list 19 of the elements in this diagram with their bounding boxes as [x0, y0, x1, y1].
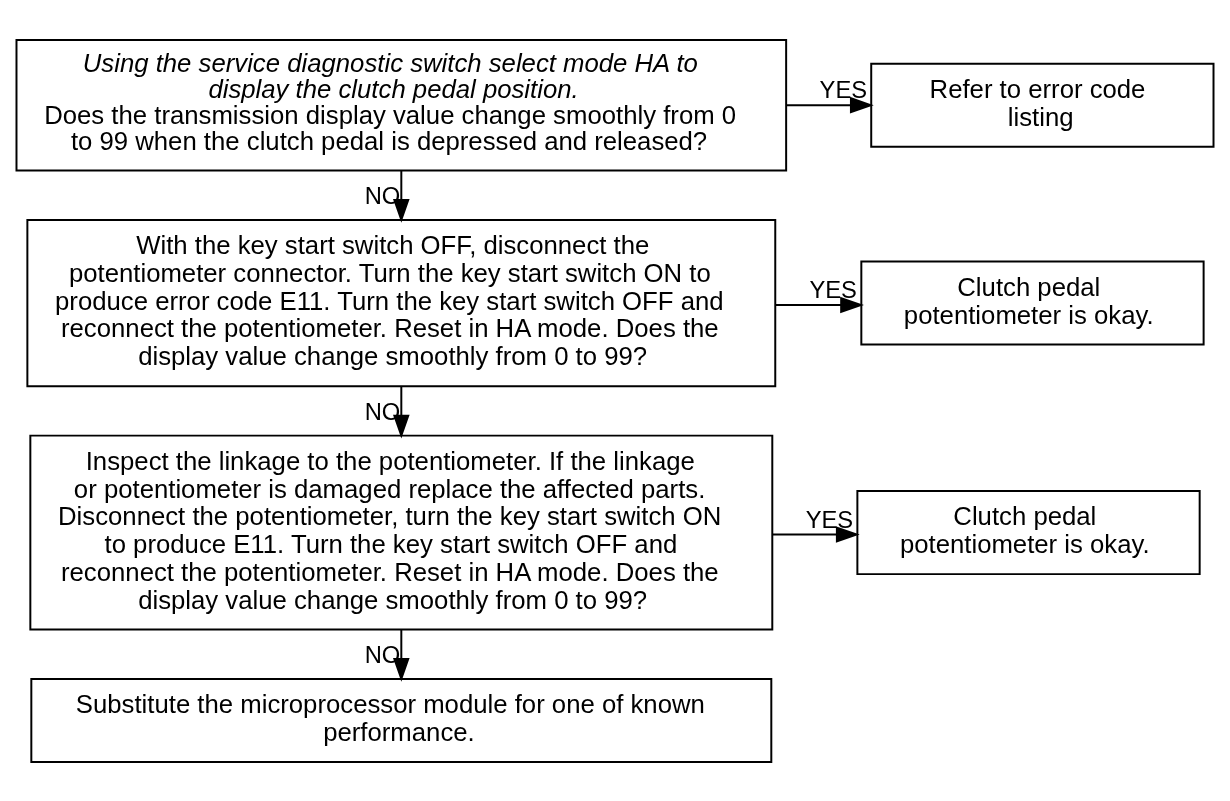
- node-box: Substitute the microprocessor module for one of known performance.: [30, 677, 773, 763]
- edge-label: YES: [809, 276, 857, 303]
- node-box: Inspect the linkage to the potentiometer. If the linkage or potentiometer is damaged replace the affected parts. Disconnect the potentiometer, turn the key start switch ON to produce E11. Turn the key start switch OFF and reconnect the potentiometer. Reset in HA mode. Does the display value change smoothly from 0 to 99?: [29, 434, 774, 630]
- edge-label: YES: [819, 76, 868, 103]
- node-box: Clutch pedal potentiometer is okay.: [860, 260, 1205, 346]
- arrow: [393, 169, 410, 223]
- arrow: [393, 628, 410, 682]
- arrow: [393, 385, 410, 438]
- arrow: [774, 296, 864, 313]
- node-box: Clutch pedal potentiometer is okay.: [856, 489, 1201, 575]
- edge-label: YES: [805, 506, 854, 533]
- node-box: Using the service diagnostic switch select mode HA to display the clutch pedal position. Does the transmission display value change smoothly from 0 to 99 when the clutch pedal is depressed and released?: [15, 38, 788, 171]
- edge-label: NO: [364, 182, 401, 209]
- edge-label: NO: [364, 398, 401, 425]
- arrow: [785, 96, 874, 114]
- arrow: [771, 525, 860, 543]
- edge-label: NO: [364, 641, 401, 668]
- node-box: With the key start switch OFF, disconnect the potentiometer connector. Turn the key start switch ON to produce error code E11. Turn the key start switch OFF and reconnect the potentiometer. Reset in HA mode. Does the display value change smoothly from 0 to 99?: [26, 218, 777, 387]
- node-box: Refer to error code listing: [870, 62, 1215, 148]
